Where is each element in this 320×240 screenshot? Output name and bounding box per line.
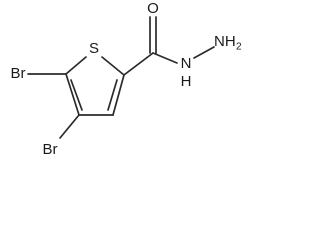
terminal-amine-label: NH [214,33,236,50]
amide-nitrogen-label: N [181,55,192,72]
bond-n-n [193,46,215,59]
bond-s1-c5 [65,56,87,75]
bond-c5-c4-inner [70,79,83,111]
terminal-amine-subscript: 2 [236,42,242,53]
bromine-atom-label-lower: Br [43,141,58,158]
bond-c2-carbonyl [123,52,154,76]
bond-c5-c4 [65,73,80,116]
bond-carbonyl-n [152,52,178,64]
sulfur-atom-label: S [89,40,99,57]
bond-c3-c2 [112,74,125,116]
oxygen-atom-label: O [147,0,159,17]
structure-diagram: S O N H NH 2 Br Br [11,0,243,158]
bond-s1-c2 [101,56,125,76]
bromine-atom-label-upper: Br [11,65,26,82]
bond-c4-br [59,114,80,139]
bond-c3-c2-inner [107,79,118,111]
amide-hydrogen-label: H [181,73,192,90]
